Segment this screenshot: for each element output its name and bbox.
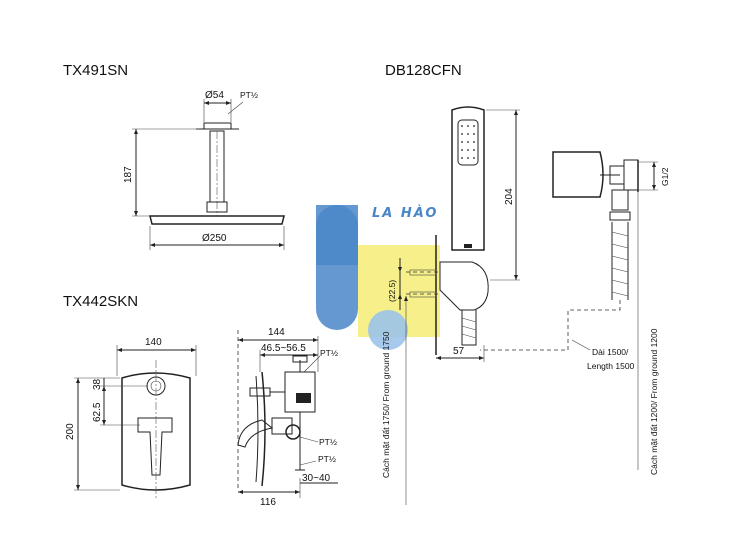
valve-side-drawing	[237, 330, 338, 498]
valve-front-drawing	[74, 345, 197, 500]
title-tx442skn: TX442SKN	[63, 293, 138, 310]
dim-bottom-116: 116	[260, 497, 276, 508]
dim-thread-mid: PT½	[319, 437, 337, 447]
wall-outlet-drawing	[480, 151, 658, 470]
watermark-text: LA HÀO	[372, 205, 438, 221]
dim-thread-g12: G1/2	[660, 167, 670, 186]
dim-spread-57: 57	[453, 346, 465, 357]
dim-hose-vn: Dài 1500/	[592, 347, 629, 357]
dim-ground-1750: Cách mặt đất 1750/ From ground 1750	[381, 331, 391, 478]
dim-dia54: Ø54	[205, 90, 224, 101]
dim-height-200: 200	[65, 423, 76, 440]
dim-depth-144: 144	[268, 327, 285, 338]
dim-range-46-56: 46.5~56.5	[261, 343, 306, 354]
hand-shower-drawing	[398, 106, 520, 505]
dim-thread-bottom: PT½	[318, 454, 336, 464]
title-db128cfn: DB128CFN	[385, 62, 462, 79]
dim-width-140: 140	[145, 337, 162, 348]
dim-thread-top: PT½	[320, 348, 338, 358]
watermark-logo	[316, 205, 440, 350]
overhead-shower-drawing	[132, 99, 285, 250]
dim-hose-en: Length 1500	[587, 361, 635, 371]
dim-dia250: Ø250	[202, 233, 227, 244]
dim-62-5: 62.5	[92, 402, 103, 422]
dim-length-204: 204	[504, 188, 515, 205]
dim-38: 38	[92, 378, 103, 390]
dim-ground-1200: Cách mặt đất 1200/ From ground 1200	[649, 328, 659, 475]
dim-height-187: 187	[123, 166, 134, 183]
dim-range-30-40: 30~40	[302, 473, 331, 484]
dim-head-thread: PT½	[240, 90, 258, 100]
dim-offset-22-5: (22.5)	[387, 280, 397, 302]
title-tx491sn: TX491SN	[63, 62, 128, 79]
